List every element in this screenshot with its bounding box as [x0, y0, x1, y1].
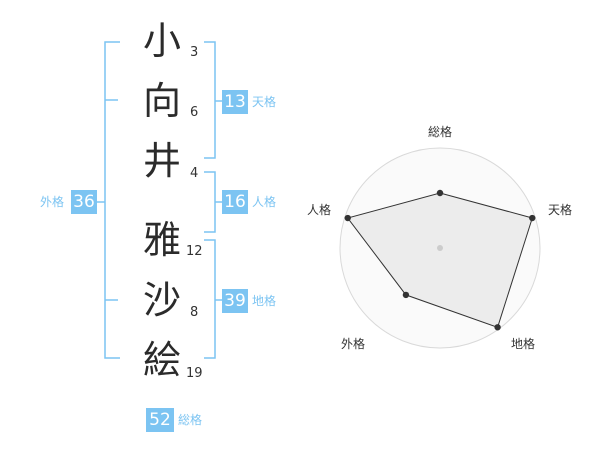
radar-axis-label-jinkaku: 人格: [307, 203, 332, 217]
radar-axis-label-chikaku: 地格: [511, 337, 536, 351]
chikaku-label: 地格: [252, 294, 277, 308]
name-char-4: 雅: [142, 218, 181, 262]
radar-point-2: [494, 324, 501, 331]
radar-point-0: [436, 189, 444, 197]
chikaku-value: 39: [222, 289, 248, 313]
gaikaku-value: 36: [71, 190, 97, 214]
stroke-count-3: 4: [190, 166, 199, 181]
soukaku-label: 総格: [178, 413, 203, 427]
radar-point-3: [402, 291, 410, 299]
name-char-1: 小: [142, 19, 181, 63]
tenkaku-label: 天格: [252, 95, 277, 109]
radar-axis-label-soukaku: 総格: [428, 125, 453, 139]
gaikaku-bracket: [104, 41, 120, 359]
stroke-count-4: 12: [186, 244, 203, 259]
radar-point-1: [529, 214, 536, 222]
gaikaku-label: 外格: [40, 195, 65, 209]
chikaku-bracket: [204, 239, 216, 359]
radar-polygon: [346, 192, 533, 328]
name-char-6: 絵: [142, 338, 181, 382]
name-char-5: 沙: [142, 278, 181, 322]
radar-points: [344, 189, 536, 331]
stroke-count-5: 8: [190, 305, 199, 320]
stroke-count-6: 19: [186, 366, 203, 381]
radar-axis-label-tenkaku: 天格: [548, 203, 573, 217]
radar-point-4: [344, 214, 351, 222]
tenkaku-value: 13: [222, 90, 248, 114]
name-char-3: 井: [142, 139, 181, 183]
tenkaku-bracket: [204, 41, 216, 159]
stroke-count-2: 6: [190, 105, 199, 120]
jinkaku-label: 人格: [252, 195, 277, 209]
name-char-2: 向: [142, 79, 181, 123]
radar-center-dot: [437, 245, 443, 251]
radar-axis-label-gaikaku: 外格: [341, 337, 366, 351]
stroke-count-1: 3: [190, 45, 199, 60]
jinkaku-value: 16: [222, 190, 248, 214]
soukaku-value: 52: [146, 408, 174, 432]
